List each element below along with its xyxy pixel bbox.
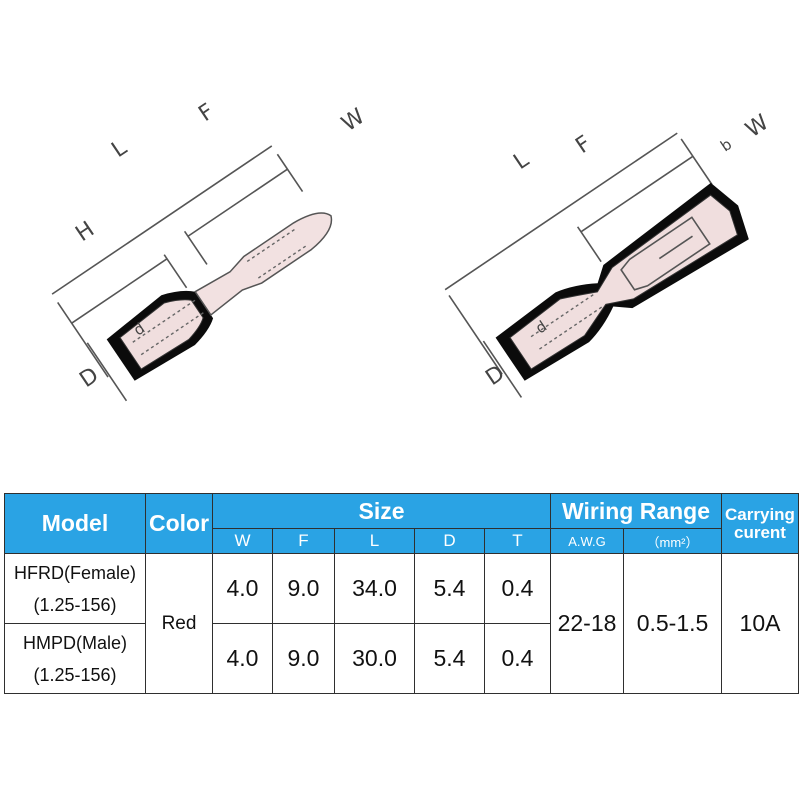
header-wiring-range: Wiring Range (550, 493, 722, 529)
label-D: D (75, 363, 103, 393)
size-w: 4.0 (212, 623, 273, 694)
header-carrying-line2: curent (734, 522, 786, 542)
subheader-f: F (272, 528, 335, 554)
sleeve-inner (119, 299, 204, 370)
label-W: W (741, 110, 773, 143)
mm2-cell: 0.5-1.5 (623, 553, 722, 694)
size-d: 5.4 (414, 623, 485, 694)
socket-centerline (658, 235, 693, 260)
current-cell: 10A (721, 553, 799, 694)
dim-line-F (580, 155, 694, 233)
bullet-pin (194, 212, 333, 317)
pin-hidden-line (257, 243, 309, 279)
label-D: D (481, 361, 509, 391)
dim-line-D (86, 342, 128, 402)
dim-ext-left (57, 301, 109, 378)
dim-line-D (482, 340, 523, 398)
barrel-hidden-line (530, 294, 594, 338)
subheader-w: W (212, 528, 273, 554)
subheader-t: T (484, 528, 551, 554)
dim-line-L (444, 132, 678, 291)
dim-line-F (187, 168, 288, 237)
size-t: 0.4 (484, 623, 551, 694)
connector-diagrams: L F H W d D L F W b d D (51, 99, 774, 402)
dim-ext-right (680, 138, 713, 185)
subheader-l: L (334, 528, 415, 554)
label-W: W (337, 104, 369, 137)
size-l: 30.0 (334, 623, 415, 694)
table-row: HFRD(Female) (1.25-156) Red 4.0 9.0 34.0… (4, 553, 799, 694)
size-t: 0.4 (484, 553, 551, 624)
model-name: HFRD(Female) (13, 562, 136, 583)
model-cell: HMPD(Male) (1.25-156) (4, 623, 146, 694)
header-model: Model (4, 493, 146, 554)
table-row: HMPD(Male) (1.25-156) 4.0 9.0 30.0 5.4 0… (4, 623, 799, 694)
header-color: Color (145, 493, 213, 554)
dim-ext-F (576, 226, 602, 263)
dim-ext-right (276, 153, 304, 192)
barrel-hidden-line (539, 306, 603, 350)
header-carrying-current: Carrying curent (721, 493, 799, 554)
color-cell: Red (145, 553, 213, 694)
size-l: 34.0 (334, 553, 415, 624)
dim-line-L (51, 145, 273, 295)
model-cell: HFRD(Female) (1.25-156) (4, 553, 146, 624)
awg-cell: 22-18 (550, 553, 624, 694)
label-b: b (717, 135, 735, 155)
model-code: (1.25-156) (33, 664, 117, 685)
barrel-hidden-line (132, 299, 196, 343)
size-f: 9.0 (272, 553, 335, 624)
header-size: Size (212, 493, 551, 529)
dim-ext-left (448, 295, 503, 375)
subheader-mm2: （mm²） (623, 528, 722, 554)
subheader-awg: A.W.G (550, 528, 624, 554)
model-code: (1.25-156) (33, 594, 117, 615)
barrel-hidden-line (140, 312, 204, 356)
label-H: H (71, 217, 99, 247)
size-d: 5.4 (414, 553, 485, 624)
size-w: 4.0 (212, 553, 273, 624)
label-L: L (509, 147, 534, 175)
male-connector-drawing (444, 132, 749, 398)
header-carrying-line1: Carrying (725, 504, 795, 524)
socket-outline (620, 216, 711, 291)
size-f: 9.0 (272, 623, 335, 694)
label-L: L (107, 135, 132, 163)
pin-hidden-line (246, 227, 298, 263)
sleeve-inner (509, 194, 739, 370)
specification-table: Model Color Size Wiring Range Carrying c… (4, 493, 799, 694)
subheader-d: D (414, 528, 485, 554)
model-name: HMPD(Male) (22, 632, 127, 653)
label-F: F (194, 99, 218, 127)
dim-ext-H (163, 254, 188, 289)
female-connector-drawing (51, 145, 333, 402)
label-F: F (571, 131, 595, 159)
dim-line-H (71, 258, 168, 324)
dim-ext-F (183, 230, 208, 265)
